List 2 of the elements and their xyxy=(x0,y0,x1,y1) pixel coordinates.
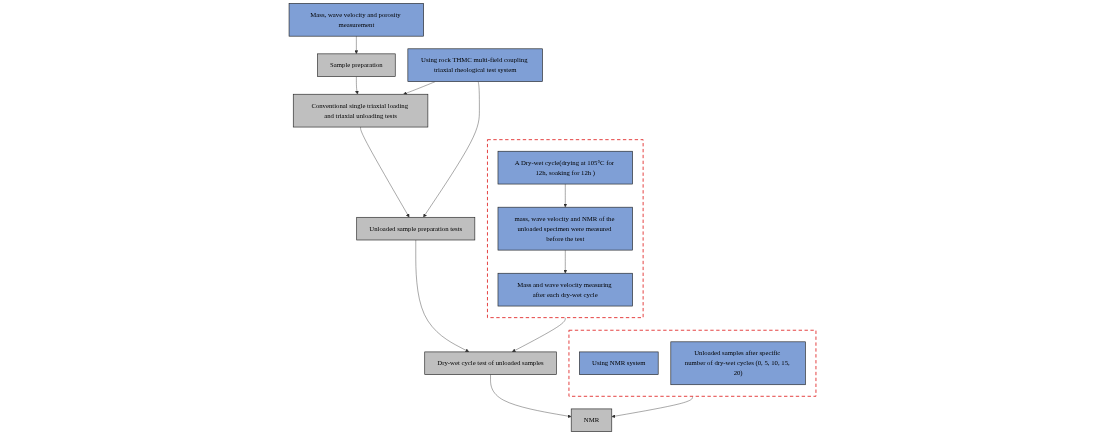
cluster xyxy=(487,139,644,319)
cluster xyxy=(568,329,817,397)
